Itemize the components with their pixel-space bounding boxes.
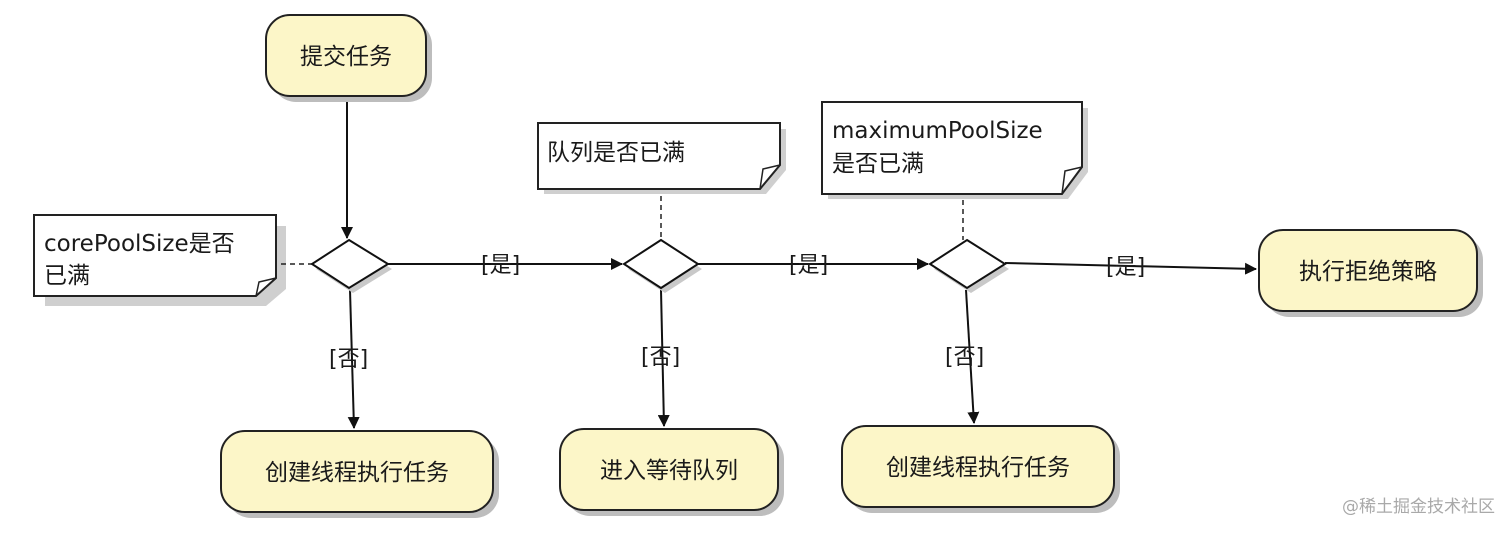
edge-decision2-to-enqueue [657, 289, 670, 427]
node-create-max-label: 创建线程执行任务 [886, 455, 1070, 481]
node-submit-task: 提交任务 [265, 14, 432, 102]
edge-decision1-to-create-core [347, 289, 360, 429]
note-core-pool-size: corePoolSize是否 已满 [33, 214, 286, 306]
note-core-line1: corePoolSize是否 [44, 231, 235, 257]
node-reject-label: 执行拒绝策略 [1299, 259, 1437, 285]
node-reject-policy: 执行拒绝策略 [1258, 229, 1483, 317]
note-max-line1: maximumPoolSize [832, 118, 1043, 144]
decision-queue-full [622, 238, 702, 293]
edge-label-yes-3: [是] [1106, 255, 1145, 280]
node-submit-label: 提交任务 [300, 44, 392, 70]
node-enqueue: 进入等待队列 [559, 428, 784, 516]
watermark: @稀土掘金技术社区 [1342, 497, 1495, 517]
note-max-line2: 是否已满 [832, 151, 924, 177]
edge-decision3-to-reject [1004, 262, 1257, 275]
decision-max-pool-full [928, 238, 1009, 293]
edge-decision3-to-create-max [965, 289, 980, 424]
note-queue-line1: 队列是否已满 [547, 140, 685, 166]
note-maximum-pool-size: maximumPoolSize 是否已满 [821, 101, 1088, 199]
edge-label-no-2: [否] [641, 345, 680, 370]
edge-label-yes-2: [是] [789, 253, 828, 278]
edge-label-yes-1: [是] [481, 253, 520, 278]
node-create-thread-max: 创建线程执行任务 [841, 425, 1120, 513]
note-core-line2: 已满 [44, 263, 90, 289]
decision-core-pool-full [310, 238, 392, 293]
node-enqueue-label: 进入等待队列 [600, 458, 738, 484]
edge-label-no-3: [否] [945, 345, 984, 370]
edge-label-no-1: [否] [329, 347, 368, 372]
node-create-core-label: 创建线程执行任务 [265, 460, 449, 486]
note-queue-full: 队列是否已满 [537, 122, 786, 194]
node-create-thread-core: 创建线程执行任务 [220, 430, 499, 518]
